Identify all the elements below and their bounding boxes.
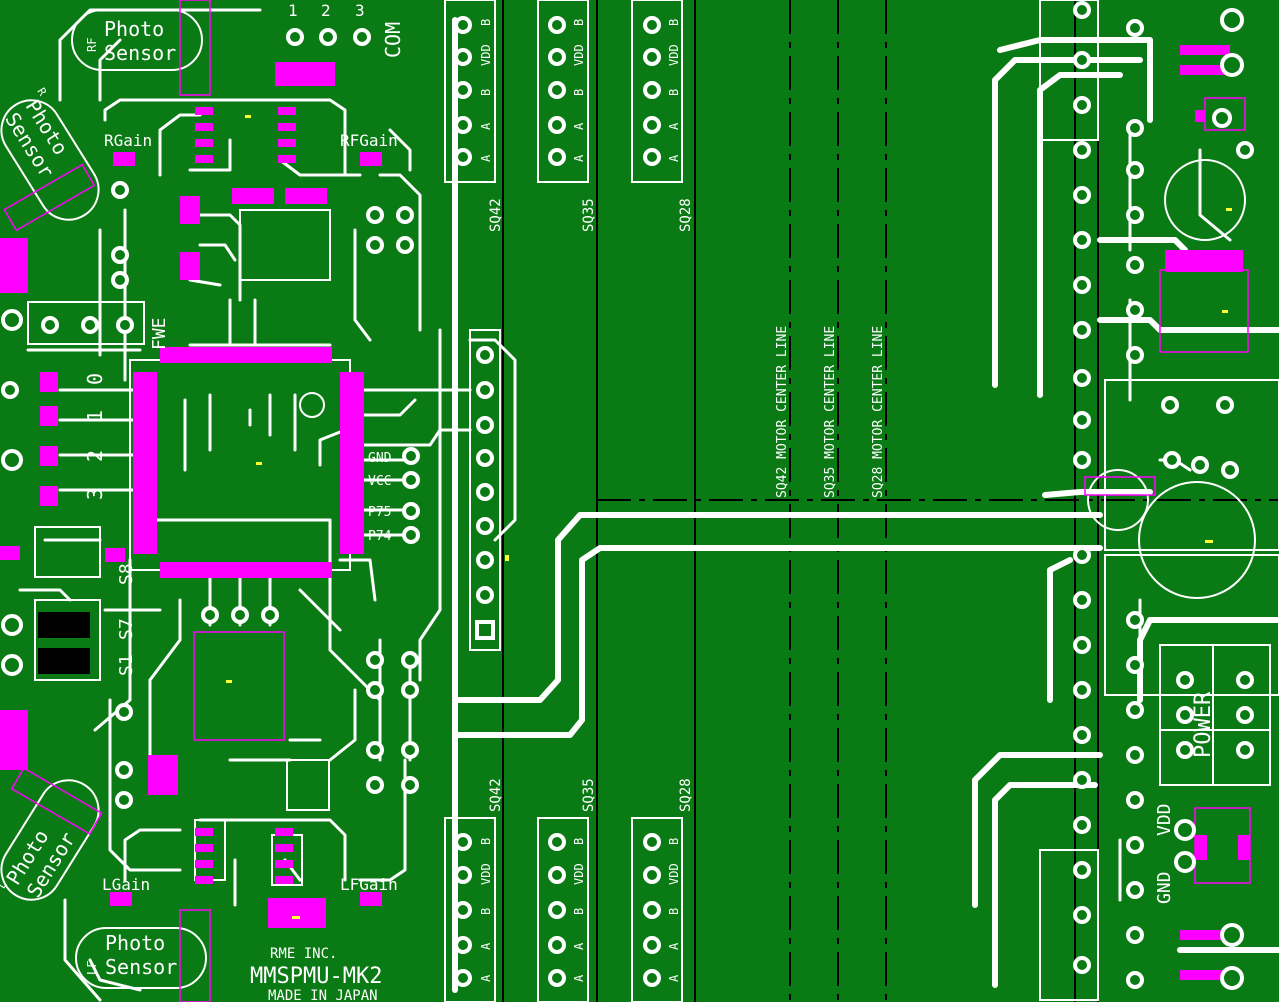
sq28-center-line-label: SQ28 MOTOR CENTER LINE [871,326,886,498]
top-sq35-label: SQ35 [581,198,597,232]
pin-label: VDD [667,863,681,885]
gain-labels: RGain RFGain LGain LFGain [102,131,398,894]
pin-label: VDD [572,863,586,885]
top-sq42-label: SQ42 [488,198,504,232]
pin-label: VDD [572,44,586,66]
pin-label: B [572,908,586,915]
switch-s7-label: S7 [116,618,137,640]
power-gnd-label: GND [1154,871,1175,904]
lfgain-label: LFGain [340,875,398,894]
bottom-sq35-label: SQ35 [581,778,597,812]
debug-vcc-label: VCC [368,474,391,489]
lgain-label: LGain [102,875,150,894]
rfgain-label: RFGain [340,131,398,150]
switch-labels: S8 S1 S7 [116,563,137,676]
dip-number-1: 1 [83,410,107,422]
pin-label: A [572,122,586,130]
model-label: MMSPMU-MK2 [250,964,382,989]
maker-label: RME INC. [270,946,337,962]
debug-pin-labels: GND VCC P75 P74 [368,451,392,544]
signal-traces [18,8,1232,1002]
pin-label: VDD [479,863,493,885]
pin-label: VDD [479,44,493,66]
pin-label: B [572,89,586,96]
pin-label: B [667,908,681,915]
pin-label: A [479,154,493,162]
pin-label: A [667,942,681,950]
pin-label: A [667,122,681,130]
pin-label: B [479,19,493,26]
switch-s1-label: S1 [116,654,137,676]
com-pin-3: 3 [355,1,365,20]
motor-connector-labels: SQ42 SQ35 SQ28 SQ42 SQ35 SQ28 B VDD B A … [479,19,694,982]
dip-number-0: 0 [83,373,107,385]
debug-p74-label: P74 [368,529,392,544]
l-sensor-prefix: L [0,878,10,891]
pin-label: A [479,942,493,950]
bottom-sq28-label: SQ28 [678,778,694,812]
dip-numbers: 0 1 2 3 [83,373,107,500]
pin-label: A [667,154,681,162]
board-maker-info: RME INC. MMSPMU-MK2 MADE IN JAPAN [250,946,382,1002]
lf-sensor-line2: Sensor [105,955,177,979]
rf-sensor-line2: Sensor [104,41,176,65]
pin-label: VDD [667,44,681,66]
pin-label: B [667,89,681,96]
power-vdd-label: VDD [1154,803,1175,836]
dip-number-3: 3 [83,488,107,500]
magenta-outlines [3,0,1251,1002]
rgain-label: RGain [104,131,152,150]
pin-label: B [479,908,493,915]
debug-p75-label: P75 [368,505,391,520]
switch-s8-label: S8 [116,563,137,585]
motor-center-line-labels: SQ42 MOTOR CENTER LINE SQ35 MOTOR CENTER… [775,326,886,498]
pin-label: A [572,942,586,950]
motor-connector-outlines [444,0,683,1002]
small-refdes-marks [226,115,1232,919]
com-label: COM [381,22,405,58]
pin-label: B [667,838,681,845]
pin-label: A [479,974,493,982]
rf-sensor-prefix: RF [85,38,99,52]
pin-label: B [572,19,586,26]
pin-label: B [479,89,493,96]
rf-sensor-line1: Photo [104,17,164,41]
power-label: POWER [1191,691,1216,758]
sq42-center-line-label: SQ42 MOTOR CENTER LINE [775,326,790,498]
board-guide-lines [502,0,1279,1002]
pin-label: B [479,838,493,845]
fwe-label: FWE [149,317,170,350]
dip-number-2: 2 [83,450,107,462]
pin-label: A [572,154,586,162]
sq35-center-line-label: SQ35 MOTOR CENTER LINE [823,326,838,498]
made-in-label: MADE IN JAPAN [268,988,378,1002]
pin-label: A [479,122,493,130]
photo-sensor-shapes [0,9,207,989]
lf-sensor-line1: Photo [105,931,165,955]
bottom-sq42-label: SQ42 [488,778,504,812]
smd-pads [0,45,1250,980]
top-sq28-label: SQ28 [678,198,694,232]
lf-sensor-prefix: LF [85,961,99,975]
pin-label: B [667,19,681,26]
through-hole-pads [1,1,1254,990]
com-header: 1 2 3 COM [288,1,405,58]
debug-gnd-label: GND [368,451,392,466]
pin-label: A [667,974,681,982]
pin-label: B [572,838,586,845]
com-pin-2: 2 [321,1,331,20]
pin-label: A [572,974,586,982]
com-pin-1: 1 [288,1,298,20]
